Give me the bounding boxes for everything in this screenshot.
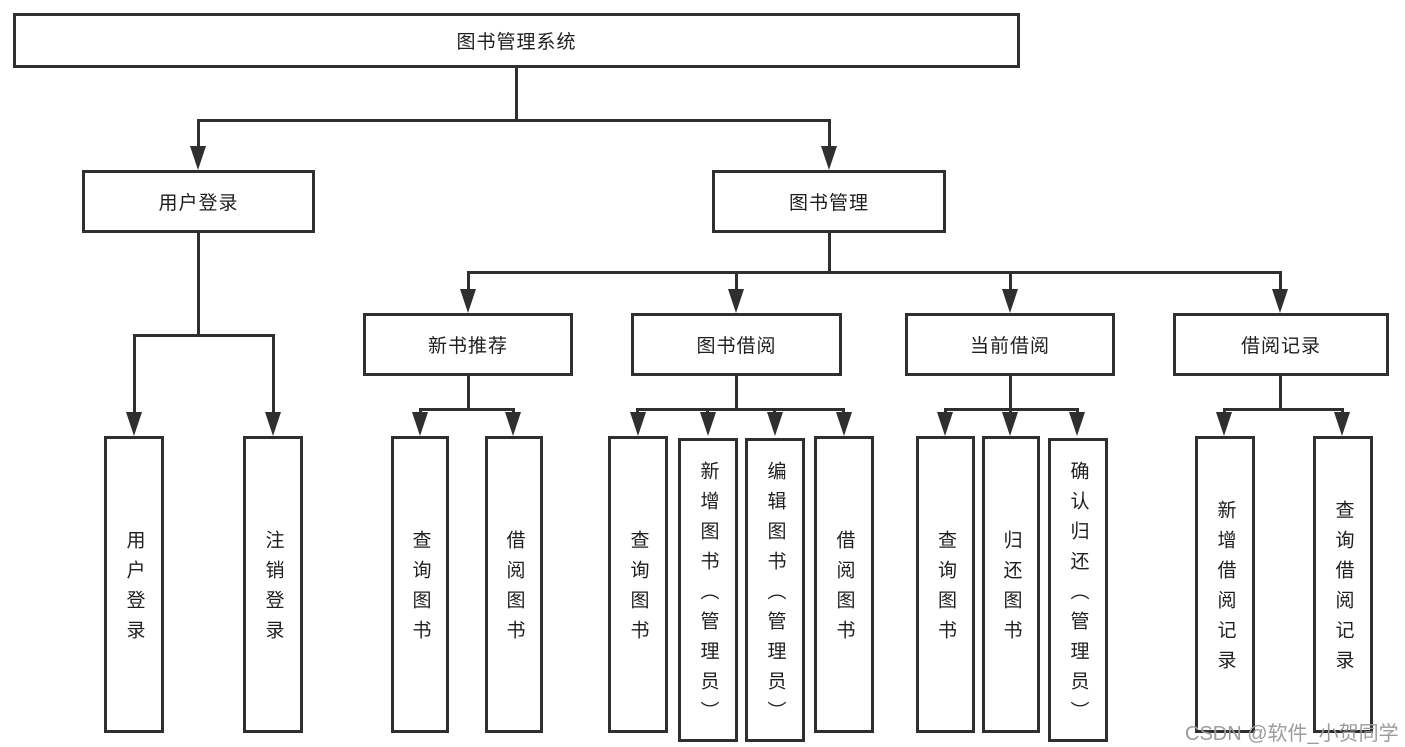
connector-root-hline xyxy=(197,119,831,122)
leaf-query-books: 查询图书 xyxy=(391,436,449,733)
connector-book-mgmt-stem xyxy=(828,233,831,274)
arrowhead-down-icon xyxy=(1002,289,1018,313)
leaf-borrow-books: 借阅图书 xyxy=(814,436,874,733)
leaf-label: 查询图书 xyxy=(627,530,649,650)
leaf-logout: 注销登录 xyxy=(243,436,303,733)
node-root: 图书管理系统 xyxy=(13,13,1020,68)
leaf-label: 新增借阅记录 xyxy=(1214,500,1236,680)
connector-book-mgmt-hline xyxy=(467,271,1282,274)
leaf-edit-book-admin: 编辑图书（管理员） xyxy=(745,438,805,742)
connector-leaf-stem xyxy=(1009,408,1012,414)
connector-leaf-stem xyxy=(272,334,275,414)
connector-leaf-stem xyxy=(1009,271,1012,291)
arrowhead-down-icon xyxy=(1334,412,1350,436)
leaf-label: 归还图书 xyxy=(1000,530,1022,650)
connector-leaf-stem xyxy=(706,408,709,414)
leaf-label: 借阅图书 xyxy=(833,530,855,650)
node-borrow-records: 借阅记录 xyxy=(1173,313,1389,376)
arrowhead-down-icon xyxy=(937,412,953,436)
connector-leaf-stem xyxy=(773,408,776,414)
connector-new-books-stem xyxy=(467,376,470,410)
connector-leaf-stem xyxy=(1223,408,1226,414)
arrowhead-down-icon xyxy=(767,412,783,436)
connector-user-login-stem xyxy=(197,233,200,337)
arrowhead-down-icon xyxy=(460,289,476,313)
leaf-label: 借阅图书 xyxy=(503,530,525,650)
arrowhead-down-icon xyxy=(190,146,206,170)
arrowhead-down-icon xyxy=(836,412,852,436)
node-book-borrow-label: 图书借阅 xyxy=(696,336,777,357)
node-new-book-recommend-label: 新书推荐 xyxy=(427,336,508,357)
arrowhead-down-icon xyxy=(1216,412,1232,436)
leaf-label: 用户登录 xyxy=(123,530,145,650)
node-new-book-recommend: 新书推荐 xyxy=(363,313,573,376)
connector-leaf-stem xyxy=(419,408,422,414)
connector-borrow-records-stem xyxy=(1279,376,1282,410)
csdn-watermark: CSDN @软件_小贺同学 xyxy=(1185,723,1399,745)
connector-leaf-stem xyxy=(735,271,738,291)
leaf-label: 查询图书 xyxy=(935,530,956,650)
arrowhead-down-icon xyxy=(728,289,744,313)
leaf-borrow-books: 借阅图书 xyxy=(485,436,543,733)
leaf-label: 查询借阅记录 xyxy=(1332,500,1354,680)
connector-book-borrow-hline xyxy=(636,408,844,411)
connector-user-login-hline xyxy=(133,334,275,337)
connector-leaf-stem xyxy=(636,408,639,414)
connector-root-stem xyxy=(515,68,518,122)
node-book-borrow: 图书借阅 xyxy=(631,313,842,376)
node-book-management-label: 图书管理 xyxy=(788,193,869,214)
connector-leaf-stem xyxy=(1341,408,1344,414)
connector-leaf-stem xyxy=(512,408,515,414)
arrowhead-down-icon xyxy=(1272,289,1288,313)
connector-borrow-records-hline xyxy=(1223,408,1343,411)
node-current-borrow: 当前借阅 xyxy=(905,313,1115,376)
connector-leaf-stem xyxy=(133,334,136,414)
leaf-label: 新增图书（管理员） xyxy=(697,460,719,731)
connector-new-books-hline xyxy=(419,408,515,411)
leaf-user-login: 用户登录 xyxy=(104,436,164,733)
leaf-query-books: 查询图书 xyxy=(608,436,668,733)
connector-to-book-mgmt-stem xyxy=(828,119,831,147)
leaf-label: 查询图书 xyxy=(409,530,431,650)
node-root-label: 图书管理系统 xyxy=(456,32,577,53)
connector-to-user-login-stem xyxy=(197,119,200,147)
leaf-query-books: 查询图书 xyxy=(916,436,975,733)
leaf-confirm-return-admin: 确认归还（管理员） xyxy=(1048,438,1108,742)
connector-book-borrow-stem xyxy=(735,376,738,410)
node-user-login: 用户登录 xyxy=(82,170,315,233)
connector-current-borrow-stem xyxy=(1009,376,1012,410)
node-user-login-label: 用户登录 xyxy=(158,193,239,214)
arrowhead-down-icon xyxy=(1002,412,1018,436)
arrowhead-down-icon xyxy=(700,412,716,436)
connector-leaf-stem xyxy=(1076,408,1079,414)
leaf-label: 注销登录 xyxy=(262,530,284,650)
arrowhead-down-icon xyxy=(412,412,428,436)
leaf-add-borrow-record: 新增借阅记录 xyxy=(1195,436,1255,733)
arrowhead-down-icon xyxy=(126,412,142,436)
leaf-query-borrow-record: 查询借阅记录 xyxy=(1313,436,1373,733)
leaf-label: 编辑图书（管理员） xyxy=(764,460,786,731)
connector-leaf-stem xyxy=(467,271,470,291)
leaf-label: 确认归还（管理员） xyxy=(1067,460,1089,731)
node-borrow-records-label: 借阅记录 xyxy=(1240,336,1321,357)
arrowhead-down-icon xyxy=(630,412,646,436)
node-current-borrow-label: 当前借阅 xyxy=(969,336,1050,357)
leaf-return-books: 归还图书 xyxy=(982,436,1040,733)
arrowhead-down-icon xyxy=(821,146,837,170)
node-book-management: 图书管理 xyxy=(712,170,946,233)
connector-leaf-stem xyxy=(1279,271,1282,291)
connector-leaf-stem xyxy=(944,408,947,414)
arrowhead-down-icon xyxy=(505,412,521,436)
connector-leaf-stem xyxy=(842,408,845,414)
arrowhead-down-icon xyxy=(1069,412,1085,436)
arrowhead-down-icon xyxy=(265,412,281,436)
leaf-add-book-admin: 新增图书（管理员） xyxy=(678,438,738,742)
